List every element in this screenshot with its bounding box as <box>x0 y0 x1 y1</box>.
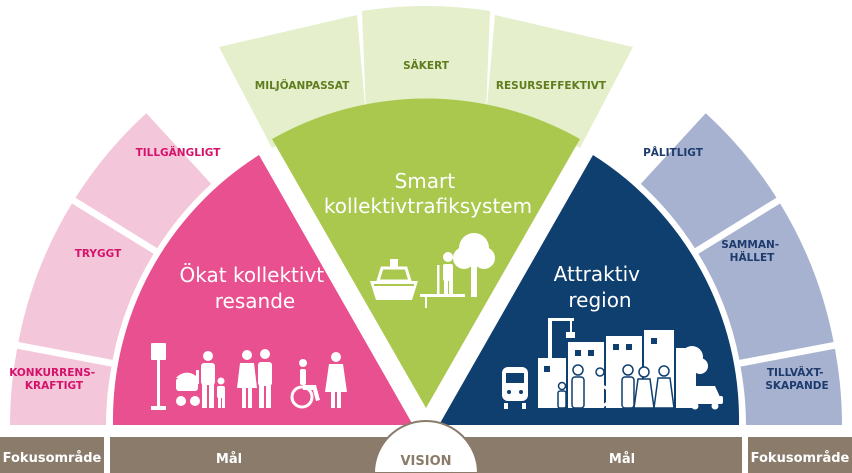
wheelchair-icon <box>290 359 320 409</box>
bar-focus-left <box>0 437 104 473</box>
right-icons <box>502 318 723 410</box>
goal-right-label: Attraktiv region <box>554 262 647 312</box>
bar-goal-right <box>442 437 742 473</box>
vision-label: VISION <box>400 454 451 469</box>
train-icon <box>502 367 528 409</box>
segment-palitligt <box>640 113 777 249</box>
segment-tillgangligt <box>75 113 212 249</box>
family-icon <box>201 351 225 408</box>
label-tillvaxtskapande: TILLVÄXT- SKAPANDE <box>765 365 828 392</box>
label-sammanhallet: SAMMAN- HÄLLET <box>721 239 783 264</box>
wedge-smart-kollektivtrafiksystem <box>272 98 580 408</box>
goal-right-label: Mål <box>609 452 635 467</box>
segment-tillvaxtskapande <box>740 348 842 425</box>
segment-tryggt <box>18 203 154 360</box>
label-sakert: SÄKERT <box>403 58 450 72</box>
outer-ring <box>10 6 842 425</box>
elderly-person-icon <box>420 252 465 308</box>
couple-icon <box>237 349 272 408</box>
label-tillgangligt: TILLGÄNGLIGT <box>136 145 222 159</box>
left-icons <box>151 343 347 410</box>
tree-icon <box>453 233 495 297</box>
label-miljoanpassat: MILJÖANPASSAT <box>255 78 350 92</box>
label-konkurrenskraftigt: KONKURRENS- KRAFTIGT <box>9 367 99 392</box>
stroller-icon <box>176 370 200 406</box>
segment-sakert <box>362 6 490 113</box>
segment-sammanhallet <box>698 203 834 360</box>
bar-goal-left <box>110 437 410 473</box>
people-group-icon <box>557 364 675 409</box>
goal-center-label: Smart kollektivtrafiksystem <box>324 169 532 218</box>
goal-left-label: Ökat kollektivt resande <box>180 263 331 313</box>
label-tryggt: TRYGGT <box>75 248 122 260</box>
ferry-icon <box>370 259 418 300</box>
tree-right-icon <box>676 346 708 408</box>
vision-semicircle <box>372 420 480 473</box>
crane-icon <box>548 318 575 358</box>
goal-left-label: Mål <box>216 452 242 467</box>
label-palitligt: PÅLITLIGT <box>643 146 704 159</box>
label-resurseffektivt: RESURSEFFEKTIVT <box>496 80 607 92</box>
segment-konkurrenskraftigt <box>10 348 112 425</box>
focus-right-label: Fokusområde <box>751 451 850 466</box>
center-icons <box>370 233 495 308</box>
bar-focus-right <box>748 437 852 473</box>
focus-left-label: Fokusområde <box>3 451 102 466</box>
outer-labels: KONKURRENS- KRAFTIGT TRYGGT TILLGÄNGLIGT… <box>9 58 828 392</box>
woman-icon <box>325 352 347 408</box>
bottom-bar: Fokusområde Mål VISION Mål Fokusområde <box>0 420 852 473</box>
car-icon <box>687 386 723 410</box>
bus-stop-sign-icon <box>151 343 166 410</box>
